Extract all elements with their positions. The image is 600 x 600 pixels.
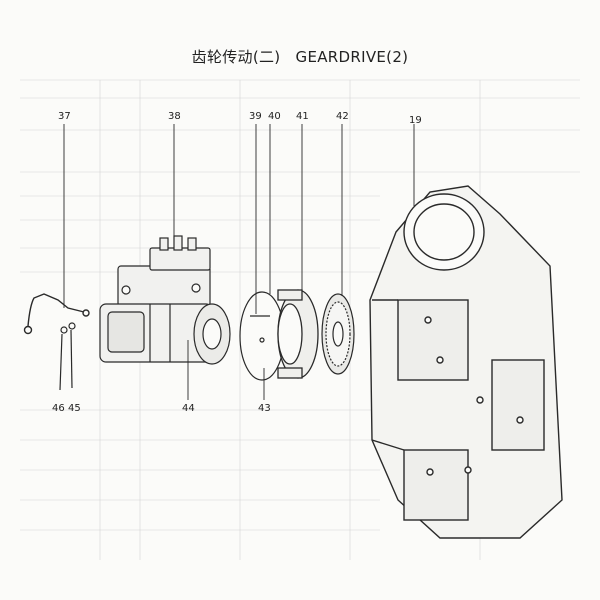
part-37-fuel-pipe (23, 293, 90, 335)
callout-44: 44 (182, 403, 195, 414)
callout-37: 37 (58, 111, 71, 122)
callout-45: 45 (68, 403, 81, 414)
callout-42: 42 (336, 111, 349, 122)
title-english: GEARDRIVE(2) (295, 48, 409, 66)
page-title: 齿轮传动(二) GEARDRIVE(2) (0, 46, 600, 67)
callout-39: 39 (249, 111, 262, 122)
part-42-gear (321, 293, 355, 375)
callout-46: 46 (52, 403, 65, 414)
callout-41: 41 (296, 111, 309, 122)
title-chinese: 齿轮传动(二) (191, 48, 281, 66)
part-19-gear-housing (369, 185, 563, 539)
callout-43: 43 (258, 403, 271, 414)
part-45-46-fittings (59, 322, 76, 391)
callout-38: 38 (168, 111, 181, 122)
part-40-41-coupling (277, 289, 319, 379)
background-table-grid (20, 79, 580, 560)
callout-19: 19 (409, 115, 422, 126)
part-38-44-injection-pump (99, 235, 231, 365)
callout-40: 40 (268, 111, 281, 122)
leader-lines (63, 124, 415, 400)
